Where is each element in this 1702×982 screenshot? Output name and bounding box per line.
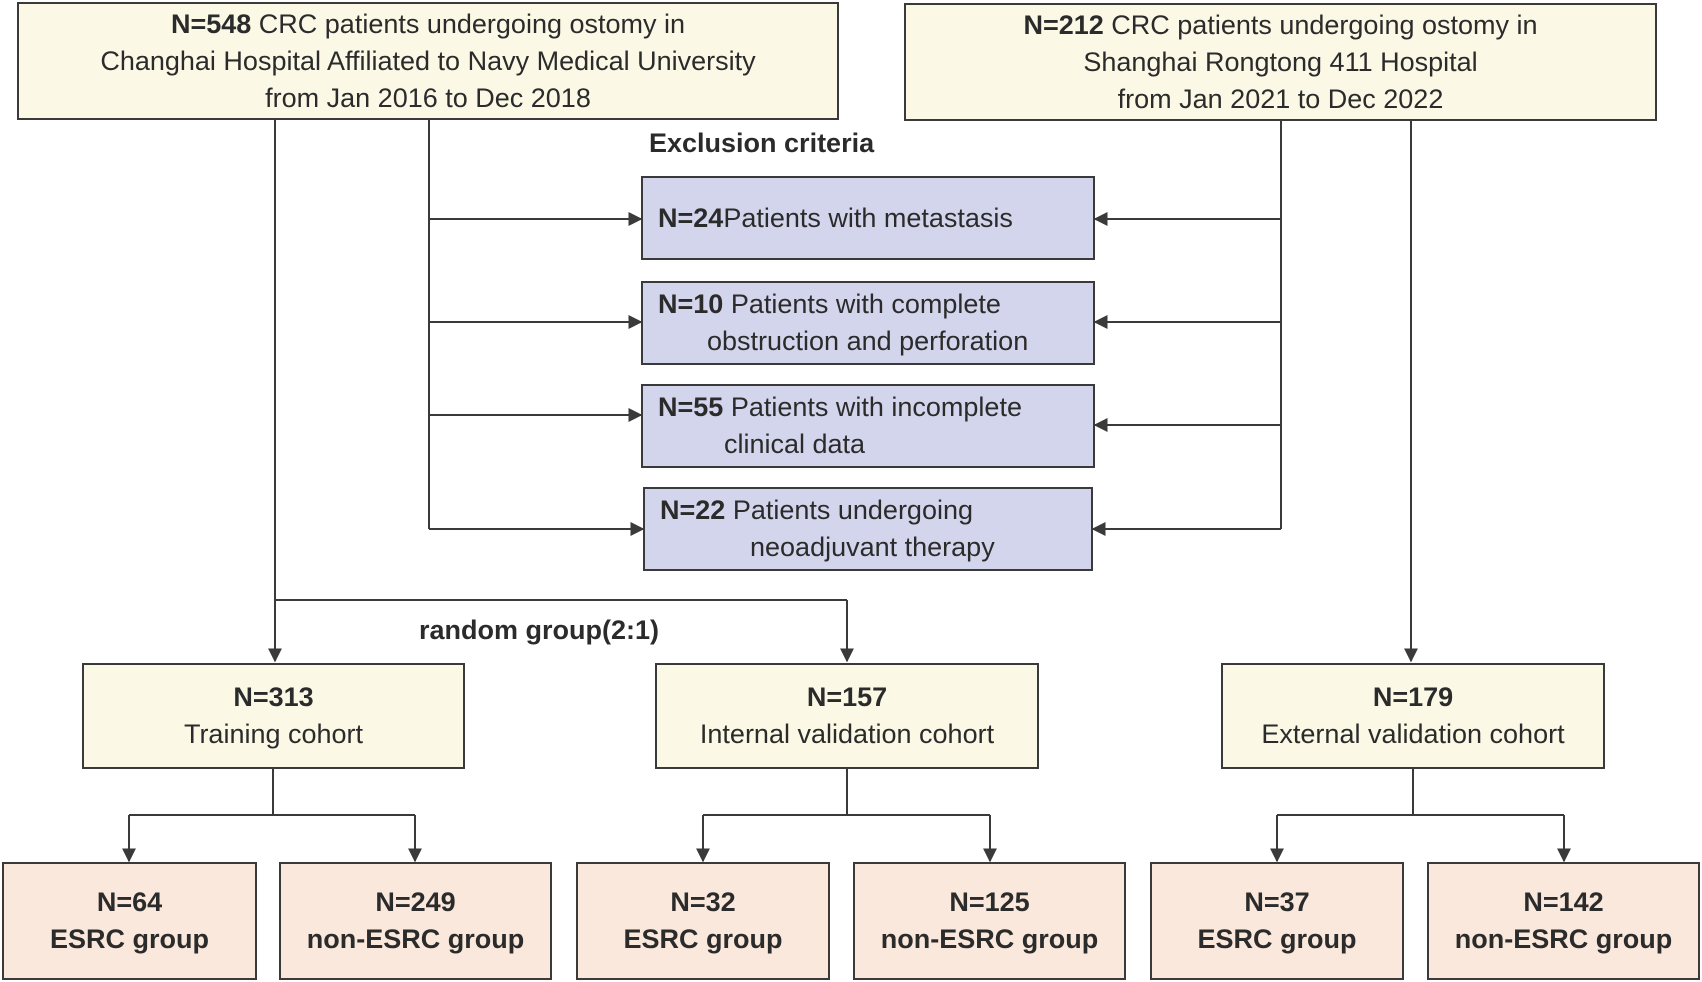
cohort-label: Internal validation cohort [699, 719, 995, 749]
source-box-rongtong: N=212 CRC patients undergoing ostomy in … [904, 3, 1657, 121]
cohort-count: N=179 [1372, 682, 1454, 712]
training-cohort-box: N=313 Training cohort [82, 663, 465, 769]
source-count: N=212 [1023, 9, 1104, 40]
cohort-label: External validation cohort [1261, 719, 1565, 749]
source-count: N=548 [170, 8, 252, 39]
exclusion-criteria-title: Exclusion criteria [649, 128, 875, 158]
external-esrc-group-box: N=37 ESRC group [1150, 862, 1404, 980]
source-line-3: from Jan 2016 to Dec 2018 [265, 82, 591, 113]
source-line-2: Changhai Hospital Affiliated to Navy Med… [100, 45, 756, 76]
source-line-1: N=212 CRC patients undergoing ostomy in [1023, 9, 1538, 40]
random-group-label: random group(2:1) [419, 615, 659, 645]
training-esrc-group-box: N=64 ESRC group [2, 862, 257, 980]
internal-non-esrc-group-box: N=125 non-ESRC group [853, 862, 1126, 980]
internal-validation-cohort-box: N=157 Internal validation cohort [655, 663, 1039, 769]
cohort-count: N=157 [806, 682, 888, 712]
exclusion-box-neoadjuvant: N=22 Patients undergoing neoadjuvant the… [643, 487, 1093, 571]
cohort-count: N=313 [233, 682, 314, 712]
source-line-1: N=548 CRC patients undergoing ostomy in [170, 8, 686, 39]
source-line-3: from Jan 2021 to Dec 2022 [1117, 83, 1444, 114]
training-non-esrc-group-box: N=249 non-ESRC group [279, 862, 552, 980]
external-validation-cohort-box: N=179 External validation cohort [1221, 663, 1605, 769]
cohort-label: Training cohort [183, 719, 364, 749]
source-line-2: Shanghai Rongtong 411 Hospital [1083, 46, 1478, 77]
exclusion-box-incomplete-data: N=55 Patients with incomplete clinical d… [641, 384, 1095, 468]
source-box-changhai: N=548 CRC patients undergoing ostomy in … [17, 2, 839, 120]
internal-esrc-group-box: N=32 ESRC group [576, 862, 830, 980]
exclusion-box-metastasis: N=24Patients with metastasis [641, 176, 1095, 260]
external-non-esrc-group-box: N=142 non-ESRC group [1427, 862, 1700, 980]
exclusion-box-obstruction: N=10 Patients with complete obstruction … [641, 281, 1095, 365]
